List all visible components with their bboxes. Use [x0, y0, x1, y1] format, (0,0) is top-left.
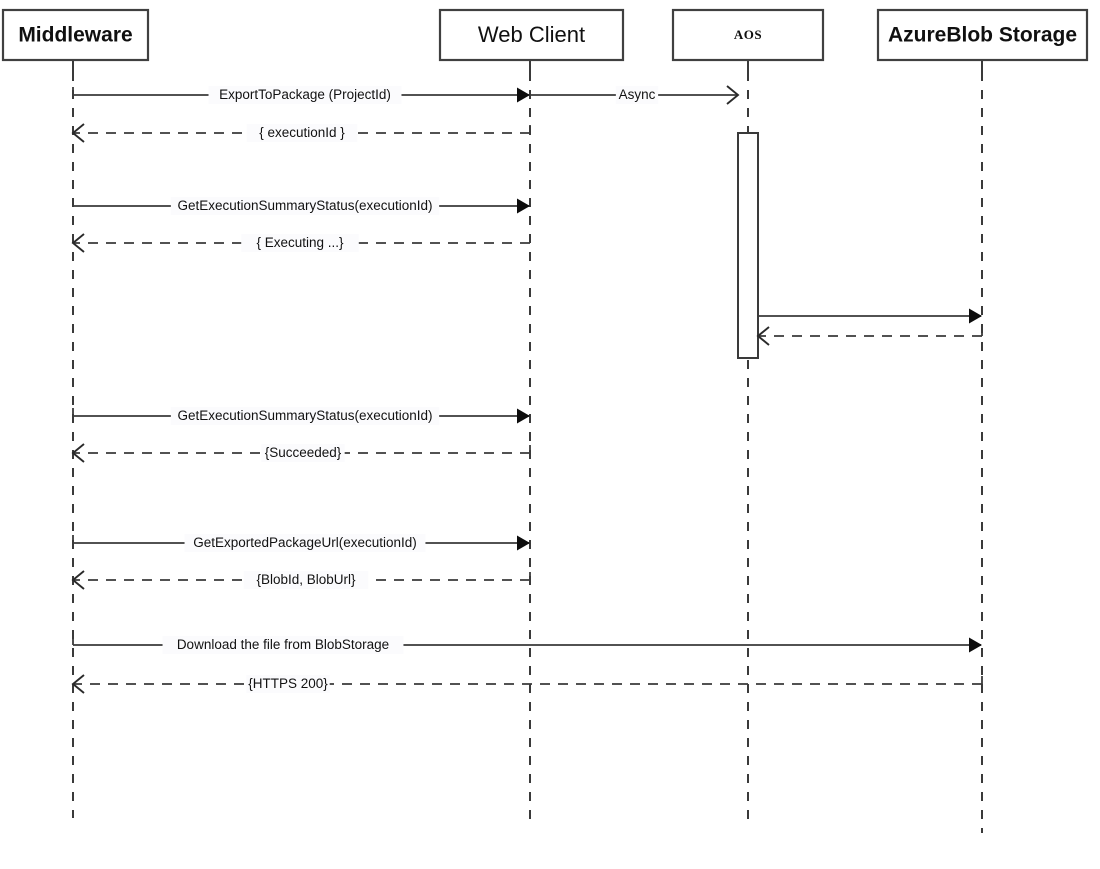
message-m12[interactable]: Download the file from BlobStorage: [72, 636, 982, 654]
participant-box: [671, 8, 825, 62]
message-label: GetExportedPackageUrl(executionId): [193, 535, 417, 550]
lifelines-layer: [72, 60, 983, 833]
arrowhead-filled: [517, 87, 530, 103]
message-m13[interactable]: {HTTPS 200}: [71, 674, 983, 694]
arrowhead-filled: [517, 408, 530, 424]
message-label-background: [243, 571, 369, 589]
message-m7[interactable]: [756, 326, 983, 346]
message-label-background: [241, 234, 359, 252]
message-label-background: [170, 197, 440, 215]
message-label: {HTTPS 200}: [248, 676, 328, 691]
arrowhead-filled: [969, 308, 982, 324]
participant-label: Middleware: [18, 24, 132, 47]
message-m2[interactable]: Async: [530, 85, 740, 105]
message-m4[interactable]: GetExecutionSummaryStatus(executionId): [72, 197, 530, 215]
arrowhead-filled: [517, 198, 530, 214]
message-label-background: [246, 675, 330, 693]
message-label-background: [208, 86, 402, 104]
message-m10[interactable]: GetExportedPackageUrl(executionId): [72, 534, 530, 552]
participant-box: [876, 8, 1089, 62]
arrowhead-open: [71, 674, 85, 694]
arrowhead-filled: [517, 535, 530, 551]
participant-middleware[interactable]: Middleware: [1, 8, 150, 62]
message-label: GetExecutionSummaryStatus(executionId): [177, 198, 432, 213]
message-label: ExportToPackage (ProjectId): [219, 87, 391, 102]
message-m8[interactable]: GetExecutionSummaryStatus(executionId): [72, 407, 530, 425]
participant-label: AzureBlob Storage: [888, 24, 1077, 47]
message-m5[interactable]: { Executing ...}: [71, 233, 531, 253]
message-label-background: [261, 444, 345, 462]
arrowhead-open: [756, 326, 770, 346]
message-label-background: [184, 534, 426, 552]
message-label: {BlobId, BlobUrl}: [256, 572, 356, 587]
message-label: {Succeeded}: [265, 445, 342, 460]
participant-aos[interactable]: AOS: [671, 8, 825, 62]
message-label-background: [615, 86, 659, 104]
participant-blob[interactable]: AzureBlob Storage: [876, 8, 1089, 62]
messages-layer: ExportToPackage (ProjectId) Async { execut…: [71, 85, 983, 694]
message-m9[interactable]: {Succeeded}: [71, 443, 531, 463]
arrowhead-filled: [969, 637, 982, 653]
participant-box: [1, 8, 150, 62]
message-label-background: [170, 407, 440, 425]
participant-label: AOS: [734, 27, 762, 42]
arrowhead-open: [71, 570, 85, 590]
activations-layer: [737, 132, 759, 359]
arrowhead-open: [71, 233, 85, 253]
message-label: Async: [619, 87, 656, 102]
message-label: GetExecutionSummaryStatus(executionId): [177, 408, 432, 423]
activation-bar-aos: [737, 132, 759, 359]
arrowhead-open: [71, 123, 85, 143]
participant-webclient[interactable]: Web Client: [438, 8, 625, 62]
message-m3[interactable]: { executionId }: [71, 123, 531, 143]
participant-label: Web Client: [478, 22, 585, 47]
message-label-background: [162, 636, 404, 654]
message-label-background: [246, 124, 358, 142]
message-m1[interactable]: ExportToPackage (ProjectId): [72, 86, 530, 104]
participants-layer: Middleware Web Client AOS AzureBlob Storage: [1, 8, 1089, 62]
message-label: { executionId }: [259, 125, 345, 140]
arrowhead-open: [71, 443, 85, 463]
participant-box: [438, 8, 625, 62]
message-label: Download the file from BlobStorage: [177, 637, 389, 652]
arrowhead-open: [726, 85, 740, 105]
message-m11[interactable]: {BlobId, BlobUrl}: [71, 570, 531, 590]
message-label: { Executing ...}: [256, 235, 344, 250]
message-m6[interactable]: [758, 308, 982, 324]
